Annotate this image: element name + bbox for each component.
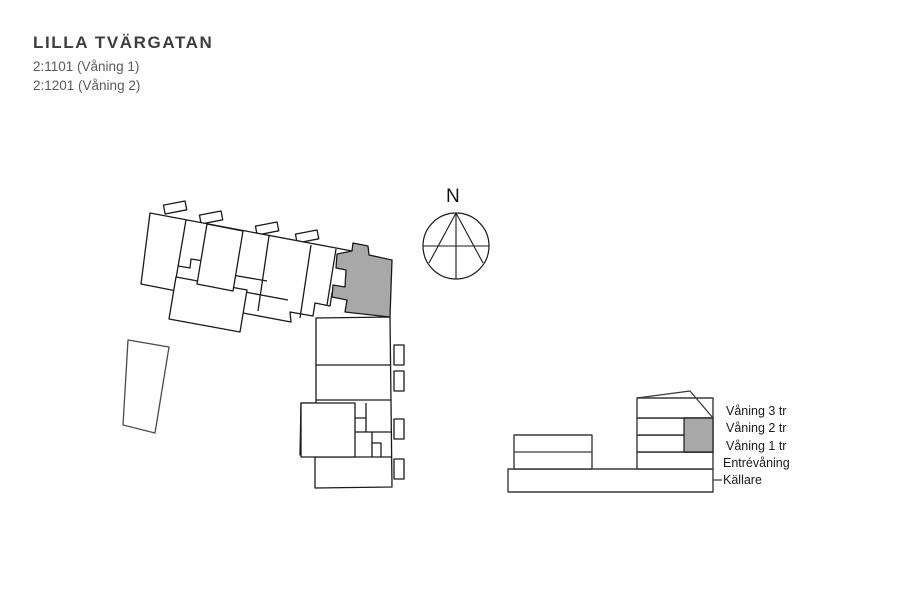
balcony-tab (393, 344, 405, 366)
elevation-label-kallare: Källare (723, 473, 762, 487)
elevation-entrance-floor (636, 451, 714, 470)
elevation-roof (636, 390, 714, 419)
highlighted-unit (331, 242, 393, 318)
balcony-tab (198, 210, 224, 225)
upper-wing-partition (257, 235, 270, 312)
balcony-tab (393, 370, 405, 392)
balcony-tab (393, 418, 405, 440)
balcony-tab (162, 200, 188, 215)
lower-wing-room (300, 402, 356, 458)
compass-north-label: N (446, 186, 460, 207)
elevation-diagram (507, 390, 722, 493)
page-header: LILLA TVÄRGATAN 2:1101 (Våning 1) 2:1201… (33, 33, 213, 95)
elevation-highlighted-unit (683, 417, 714, 453)
compass-diagonal-right (455, 212, 484, 264)
elevation-floor-3 (636, 397, 714, 419)
upper-wing-partition (326, 248, 337, 306)
upper-wing-room-divider (231, 274, 268, 282)
compass-diagonal-left (428, 212, 457, 264)
upper-wing-group (140, 200, 353, 333)
upper-wing-room (196, 223, 244, 292)
property-designation-line-2: 2:1201 (Våning 2) (33, 78, 141, 93)
elevation-label-entrevaning: Entrévåning (723, 456, 790, 470)
property-designation-line-1: 2:1101 (Våning 1) (33, 59, 140, 74)
page-title: LILLA TVÄRGATAN (33, 33, 214, 52)
elevation-label-vaning-3: Våning 3 tr (726, 404, 787, 418)
compass-rose (422, 212, 490, 280)
lower-wing-partition (355, 417, 367, 433)
elevation-label-vaning-2: Våning 2 tr (726, 421, 787, 435)
balcony-tab (294, 229, 320, 244)
elevation-basement (507, 468, 714, 493)
balcony-tab (393, 458, 405, 480)
elevation-label-vaning-1: Våning 1 tr (726, 439, 787, 453)
detached-building (122, 339, 170, 434)
lower-wing-partition (372, 442, 382, 457)
balcony-tab (254, 221, 280, 236)
upper-wing-partition (299, 244, 312, 319)
lower-wing-group (299, 316, 405, 489)
